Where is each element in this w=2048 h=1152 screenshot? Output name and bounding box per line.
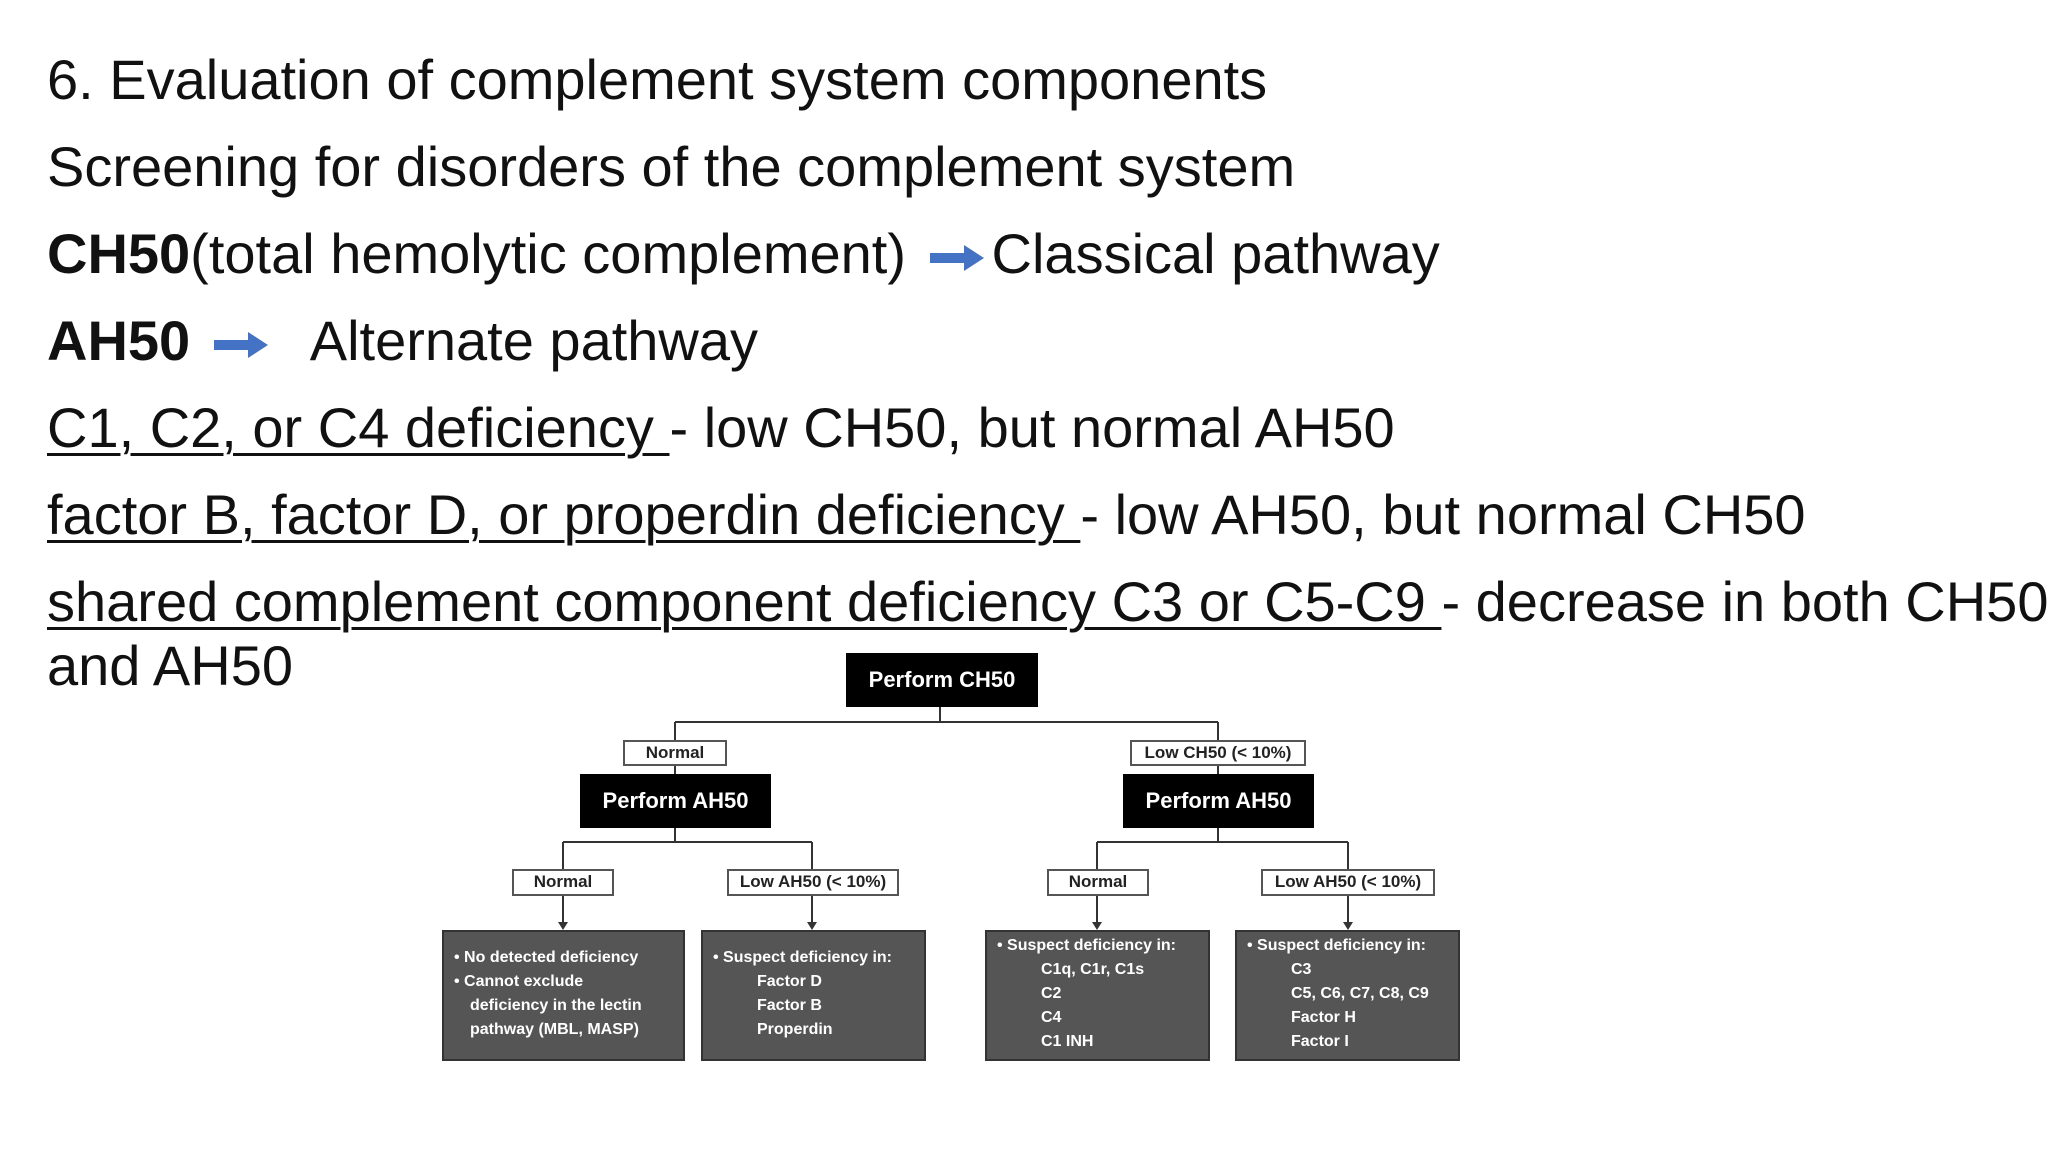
ch50-term: CH50 [47,222,191,285]
ch50-line: CH50(total hemolytic complement) Classic… [47,222,1440,286]
result-4-item-1: C3 [1291,961,1312,978]
result-factor-deficiency-box: • Suspect deficiency in: Factor D Factor… [701,930,926,1061]
factor-b-d-deficiency: factor B, factor D, or properdin deficie… [47,483,1081,546]
low-ch50-label: Low CH50 (< 10%) [1130,740,1306,766]
result-4-item-4: Factor I [1291,1033,1349,1050]
result-4-item-2: C5, C6, C7, C8, C9 [1291,985,1429,1002]
right-arrow-icon [213,332,268,359]
result-1-text-2: Cannot exclude [464,973,584,990]
result-shared-deficiency-box: • Suspect deficiency in: C3 C5, C6, C7, … [1235,930,1460,1061]
shared-deficiency-line: shared complement component deficiency C… [47,570,2048,634]
result-4-item-3: Factor H [1291,1009,1356,1026]
result-3-header: Suspect deficiency in: [1007,937,1176,954]
shared-deficiency: shared complement component deficiency C… [47,570,1442,633]
ch50-description: (total hemolytic complement) [190,222,906,285]
result-1-text-4: pathway (MBL, MASP) [470,1021,639,1038]
factor-b-d-line: factor B, factor D, or properdin deficie… [47,483,1806,547]
ah50-line: AH50 Alternate pathway [47,309,758,373]
perform-ah50-right-box: Perform AH50 [1123,774,1314,828]
normal-ah50-right-label: Normal [1047,869,1149,896]
c1-c2-c4-result: - low CH50, but normal AH50 [669,396,1395,459]
c1-c2-c4-deficiency: C1, C2, or C4 deficiency [47,396,670,459]
normal-ah50-left-label: Normal [512,869,614,896]
perform-ch50-box: Perform CH50 [846,653,1038,707]
result-2-header-line: • Suspect deficiency in: [713,949,892,966]
result-1-text-1: No detected deficiency [464,949,639,966]
result-3-header-line: • Suspect deficiency in: [997,937,1176,954]
result-2-item-2: Factor B [757,997,822,1014]
result-3-item-1: C1q, C1r, C1s [1041,961,1145,978]
result-2-header: Suspect deficiency in: [723,949,892,966]
perform-ah50-left-box: Perform AH50 [580,774,771,828]
factor-b-d-result: - low AH50, but normal CH50 [1080,483,1806,546]
normal-ch50-label: Normal [623,740,727,766]
screening-line: Screening for disorders of the complemen… [47,135,1296,198]
shared-deficiency-line-continued: and AH50 [47,634,293,697]
result-2-item-1: Factor D [757,973,822,990]
low-ah50-right-label: Low AH50 (< 10%) [1261,869,1435,896]
alternate-pathway-label: Alternate pathway [309,309,759,372]
result-classical-deficiency-box: • Suspect deficiency in: C1q, C1r, C1s C… [985,930,1210,1061]
result-2-item-3: Properdin [757,1021,833,1038]
slide-title: 6. Evaluation of complement system compo… [47,48,1268,111]
result-1-line-1: • No detected deficiency [454,949,639,966]
result-3-item-3: C4 [1041,1009,1062,1026]
result-1-line-2: • Cannot exclude [454,973,584,990]
result-no-deficiency-box: • No detected deficiency • Cannot exclud… [442,930,685,1061]
result-4-header: Suspect deficiency in: [1257,937,1426,954]
classical-pathway-label: Classical pathway [991,222,1440,285]
shared-deficiency-result: - decrease in both CH50 [1441,570,2048,633]
result-1-text-3: deficiency in the lectin [470,997,642,1014]
result-3-item-2: C2 [1041,985,1062,1002]
right-arrow-icon [929,245,984,272]
low-ah50-left-label: Low AH50 (< 10%) [727,869,899,896]
result-4-header-line: • Suspect deficiency in: [1247,937,1426,954]
result-3-item-4: C1 INH [1041,1033,1094,1050]
ah50-term: AH50 [47,309,191,372]
c1-c2-c4-line: C1, C2, or C4 deficiency - low CH50, but… [47,396,1395,460]
